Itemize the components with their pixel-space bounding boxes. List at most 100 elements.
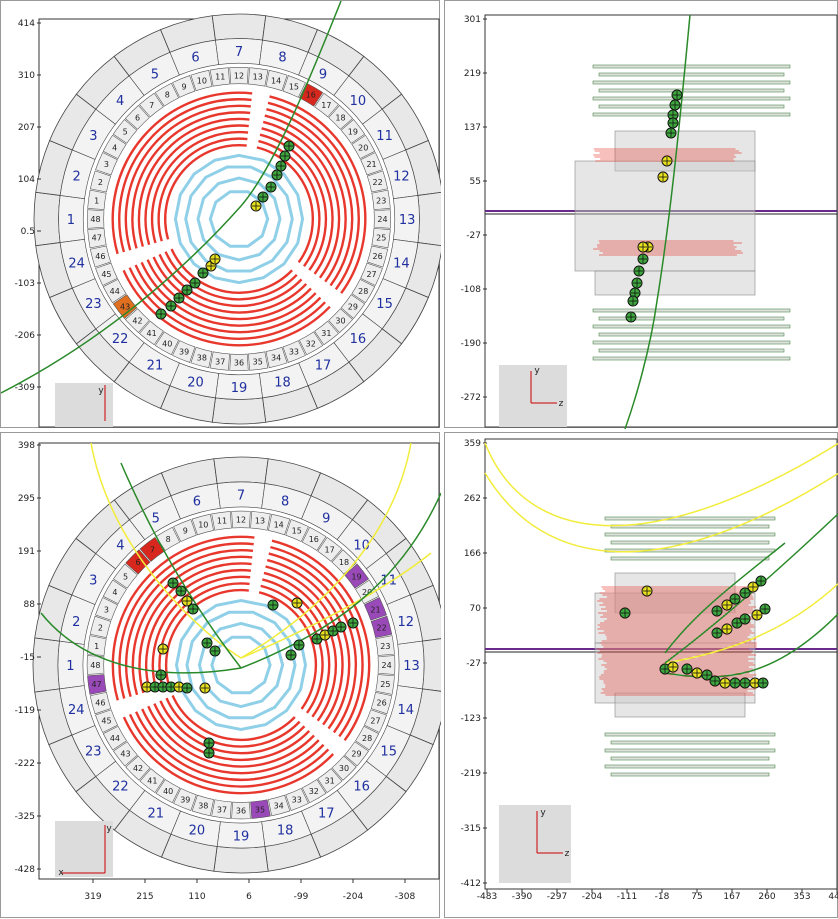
inner-sector-label-2: 2 bbox=[98, 623, 103, 632]
xtick-2: 110 bbox=[188, 892, 205, 902]
xtick-0: 319 bbox=[84, 892, 101, 902]
inner-sector-label-46: 46 bbox=[95, 699, 105, 708]
panel-bottom-right-yz[interactable]: 35926216670-27-123-219-315-412-483-390-2… bbox=[444, 432, 838, 918]
strip-layer bbox=[593, 357, 790, 360]
inner-sector-label-44: 44 bbox=[110, 287, 120, 296]
ytick-1: 295 bbox=[18, 494, 35, 504]
axis-legend-box bbox=[499, 805, 571, 883]
inner-sector-label-24: 24 bbox=[382, 661, 392, 670]
outer-sector-label-21: 21 bbox=[147, 359, 164, 374]
strip-layer bbox=[611, 557, 769, 560]
xy-view-canvas-top[interactable]: 1234567891011121314151617181920212223241… bbox=[1, 1, 441, 429]
xtick-9: 353 bbox=[793, 892, 810, 902]
outer-sector-label-15: 15 bbox=[380, 744, 397, 759]
axis-legend-label-x: x bbox=[58, 868, 64, 878]
strip-layer bbox=[593, 113, 790, 116]
outer-sector-label-2: 2 bbox=[72, 169, 80, 184]
yz-view-canvas-top[interactable]: 30121913755-27-108-190-272yz bbox=[445, 1, 838, 429]
xtick-5: -18 bbox=[655, 892, 670, 902]
ytick-3: 104 bbox=[18, 175, 35, 185]
inner-sector-label-17: 17 bbox=[321, 101, 331, 110]
inner-sector-label-6: 6 bbox=[135, 558, 140, 567]
inner-sector-label-7: 7 bbox=[149, 101, 154, 110]
panel-bottom-left-xy[interactable]: 1234567891011121314151617181920212223241… bbox=[0, 432, 440, 918]
outer-sector-label-2: 2 bbox=[72, 615, 80, 630]
axis-legend-label-y: y bbox=[534, 366, 540, 376]
strip-layer bbox=[593, 81, 790, 84]
outer-sector-label-14: 14 bbox=[393, 257, 410, 272]
inner-sector-label-41: 41 bbox=[147, 329, 157, 338]
inner-sector-label-7: 7 bbox=[150, 545, 155, 554]
outer-sector-label-4: 4 bbox=[116, 94, 124, 109]
inner-sector-label-12: 12 bbox=[234, 72, 244, 81]
outer-sector-label-8: 8 bbox=[281, 494, 289, 509]
outer-sector-label-5: 5 bbox=[151, 67, 159, 82]
inner-sector-label-45: 45 bbox=[101, 270, 111, 279]
strip-layer bbox=[599, 89, 784, 92]
inner-sector-label-39: 39 bbox=[179, 348, 189, 357]
ytick-7: -272 bbox=[461, 393, 481, 403]
inner-sector-label-25: 25 bbox=[380, 680, 390, 689]
inner-sector-label-23: 23 bbox=[376, 196, 386, 205]
outer-sector-label-4: 4 bbox=[116, 538, 124, 553]
inner-sector-label-35: 35 bbox=[253, 357, 263, 366]
strip-layer bbox=[599, 73, 784, 76]
inner-sector-label-22: 22 bbox=[377, 623, 387, 632]
ytick-0: 301 bbox=[464, 15, 481, 25]
xtick-2: -297 bbox=[547, 892, 567, 902]
inner-sector-label-32: 32 bbox=[306, 339, 316, 348]
ytick-8: -412 bbox=[461, 879, 481, 889]
inner-sector-label-34: 34 bbox=[274, 802, 284, 811]
inner-sector-label-47: 47 bbox=[92, 234, 102, 243]
strip-layer bbox=[611, 773, 769, 776]
axis-legend-box bbox=[55, 821, 113, 877]
outer-sector-label-16: 16 bbox=[350, 332, 367, 347]
inner-sector-label-40: 40 bbox=[163, 787, 173, 796]
outer-sector-13 bbox=[422, 638, 441, 692]
panel-top-left-xy[interactable]: 1234567891011121314151617181920212223241… bbox=[0, 0, 440, 428]
xy-view-canvas-bottom[interactable]: 1234567891011121314151617181920212223241… bbox=[1, 433, 441, 919]
ytick-4: -27 bbox=[466, 231, 481, 241]
xtick-3: 6 bbox=[246, 892, 252, 902]
inner-sector-label-29: 29 bbox=[351, 750, 361, 759]
inner-sector-label-5: 5 bbox=[123, 128, 128, 137]
inner-sector-label-4: 4 bbox=[112, 588, 117, 597]
yz-view-canvas-bottom[interactable]: 35926216670-27-123-219-315-412-483-390-2… bbox=[445, 433, 838, 919]
panel-top-right-yz[interactable]: 30121913755-27-108-190-272yz bbox=[444, 0, 838, 428]
ytick-5: -103 bbox=[15, 279, 35, 289]
inner-sector-label-12: 12 bbox=[236, 515, 246, 524]
outer-sector-label-13: 13 bbox=[403, 659, 420, 674]
strip-layer bbox=[611, 741, 769, 744]
inner-sector-label-8: 8 bbox=[165, 91, 170, 100]
ytick-8: -428 bbox=[15, 865, 36, 875]
inner-sector-label-46: 46 bbox=[95, 252, 105, 261]
inner-sector-label-48: 48 bbox=[90, 661, 100, 670]
axis-legend-label-z: z bbox=[559, 399, 564, 409]
ytick-0: 414 bbox=[18, 19, 35, 29]
inner-sector-label-15: 15 bbox=[292, 526, 302, 535]
inner-sector-label-42: 42 bbox=[133, 764, 143, 773]
inner-sector-label-14: 14 bbox=[274, 520, 284, 529]
inner-sector-label-39: 39 bbox=[180, 796, 190, 805]
xtick-7: 167 bbox=[723, 892, 740, 902]
ytick-2: 137 bbox=[464, 123, 481, 133]
wedge-gap bbox=[253, 534, 264, 598]
inner-sector-label-16: 16 bbox=[309, 535, 319, 544]
ytick-3: 88 bbox=[24, 600, 36, 610]
inner-sector-label-1: 1 bbox=[94, 642, 99, 651]
strip-layer bbox=[593, 97, 790, 100]
inner-sector-label-10: 10 bbox=[198, 520, 208, 529]
outer-sector-label-9: 9 bbox=[319, 67, 327, 82]
outer-sector-1 bbox=[34, 192, 60, 246]
outer-sector-label-12: 12 bbox=[397, 615, 414, 630]
xtick-1: -390 bbox=[512, 892, 533, 902]
inner-sector-label-26: 26 bbox=[377, 699, 387, 708]
outer-sector-label-23: 23 bbox=[85, 744, 102, 759]
ytick-4: -27 bbox=[466, 659, 481, 669]
inner-sector-label-25: 25 bbox=[376, 234, 386, 243]
inner-sector-label-9: 9 bbox=[182, 82, 187, 91]
inner-sector-label-47: 47 bbox=[92, 680, 102, 689]
ytick-6: -206 bbox=[15, 331, 36, 341]
outer-sector-label-18: 18 bbox=[274, 375, 291, 390]
silicon-layer bbox=[175, 155, 302, 282]
